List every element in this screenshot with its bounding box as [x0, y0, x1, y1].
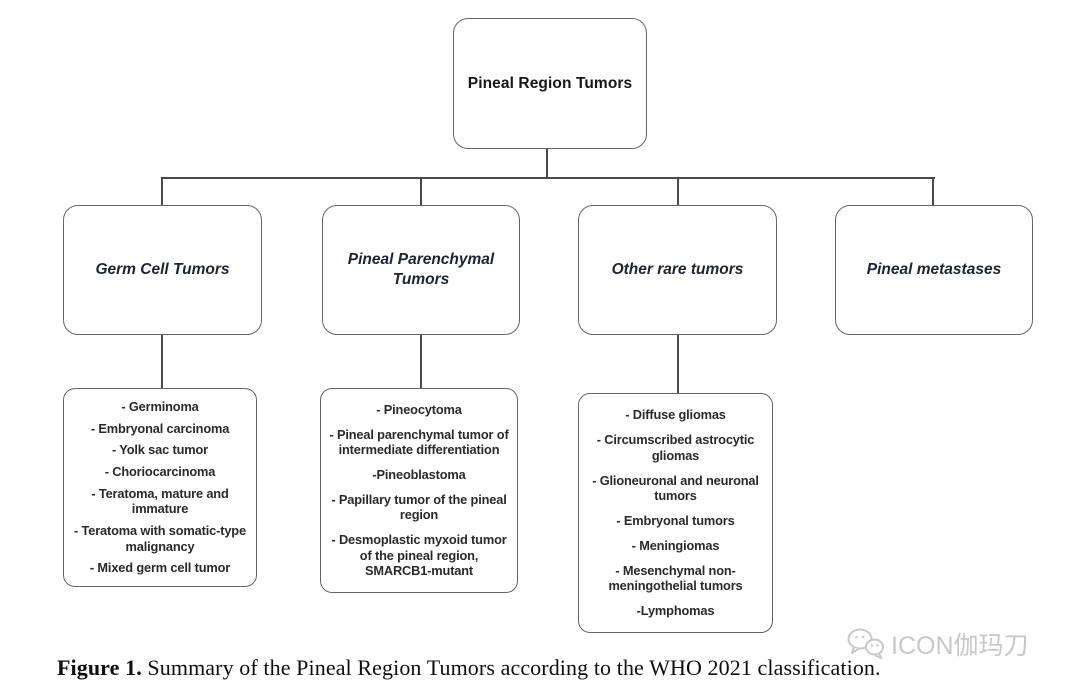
tumor-type-item: - Mixed germ cell tumor: [89, 560, 231, 576]
node-title: Other rare tumors: [611, 260, 744, 278]
tumor-type-item: - Circumscribed astrocytic gliomas: [596, 432, 755, 463]
figure-caption-text: Summary of the Pineal Region Tumors acco…: [141, 655, 881, 680]
tumor-type-item: - Diffuse gliomas: [625, 407, 726, 423]
tumor-type-item: - Mesenchymal non-meningothelial tumors: [608, 562, 743, 594]
watermark: ICON伽玛刀: [846, 626, 1029, 662]
tumor-type-item: - Teratoma, mature and immature: [91, 485, 229, 517]
tumor-type-item: -Lymphomas: [636, 603, 715, 619]
connector-leaf-other-rare: [677, 335, 679, 393]
watermark-text: ICON伽玛刀: [891, 632, 1029, 660]
connector-drop-germ-cell: [161, 178, 163, 205]
node-title: Pineal Parenchymal Tumors: [347, 250, 495, 288]
tumor-type-item: - Meningiomas: [631, 537, 720, 553]
figure-caption-label: Figure 1.: [57, 655, 142, 680]
node-pineal-metastases: Pineal metastases: [835, 205, 1033, 335]
tumor-type-item: - Teratoma with somatic-type malignancy: [74, 523, 246, 554]
node-other-rare-tumors: Other rare tumors: [578, 205, 777, 335]
node-germ-cell-tumors: Germ Cell Tumors: [63, 205, 262, 335]
connector-leaf-parenchymal: [420, 335, 422, 388]
list-pineal-parenchymal-tumor-types: - Pineocytoma - Pineal parenchymal tumor …: [320, 388, 518, 593]
tumor-type-item: - Pineal parenchymal tumor of intermedia…: [329, 426, 509, 458]
tumor-type-item: - Pineocytoma: [376, 402, 462, 418]
connector-drop-other-rare: [677, 178, 679, 205]
node-title: Germ Cell Tumors: [95, 260, 230, 278]
tumor-type-item: - Papillary tumor of the pineal region: [331, 491, 507, 523]
tumor-type-item: -Pineoblastoma: [372, 467, 466, 483]
tumor-type-item: - Choriocarcinoma: [104, 464, 216, 480]
wechat-icon: [846, 626, 886, 662]
tumor-type-item: - Glioneuronal and neuronal tumors: [592, 472, 759, 504]
connector-drop-metastases: [932, 178, 934, 205]
tumor-type-item: - Yolk sac tumor: [112, 442, 208, 458]
node-title: Pineal metastases: [866, 260, 1002, 278]
node-pineal-parenchymal-tumors: Pineal Parenchymal Tumors: [322, 205, 520, 335]
connector-leaf-germ-cell: [161, 335, 163, 388]
connector-root-stub: [546, 149, 548, 178]
node-title: Pineal Region Tumors: [467, 74, 633, 92]
tumor-type-item: - Desmoplastic myxoid tumor of the pinea…: [331, 532, 507, 579]
connector-drop-parenchymal: [420, 178, 422, 205]
list-other-rare-tumor-types: - Diffuse gliomas - Circumscribed astrocy…: [578, 393, 773, 633]
node-pineal-region-tumors: Pineal Region Tumors: [453, 18, 647, 149]
tumor-type-item: - Germinoma: [121, 399, 199, 415]
tumor-type-item: - Embryonal carcinoma: [90, 420, 230, 436]
tumor-type-item: - Embryonal tumors: [616, 512, 735, 528]
figure-caption: Figure 1. Summary of the Pineal Region T…: [57, 655, 1057, 681]
list-germ-cell-tumor-types: - Germinoma - Embryonal carcinoma - Yolk s…: [63, 388, 257, 587]
connector-horizontal-rail: [161, 177, 935, 179]
